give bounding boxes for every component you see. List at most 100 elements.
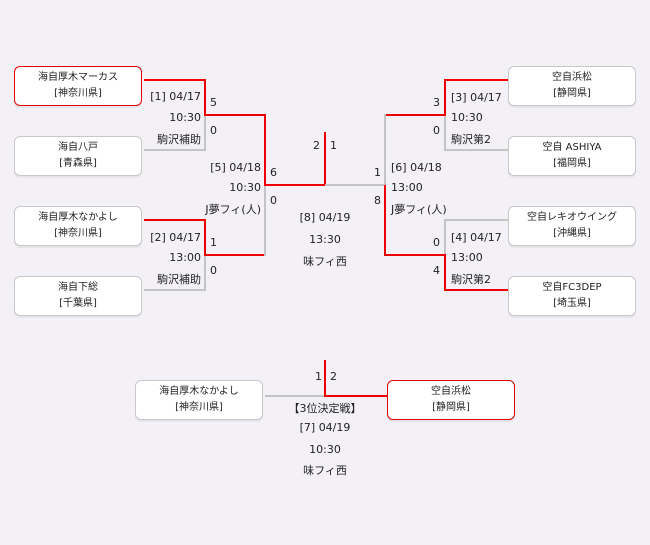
bracket-line [384,114,386,186]
bracket-line [325,184,386,186]
bracket-line [444,254,446,291]
score: 0 [210,264,217,277]
team-box-kaiji-shimofusa[interactable]: 海自下総 [千葉県] [14,276,142,316]
team-box-kaiji-atsugi-nakayoshi[interactable]: 海自厚木なかよし [神奈川県] [14,206,142,246]
team-prefecture: [神奈川県] [175,402,223,413]
team-box-kuji-hamamatsu[interactable]: 空自浜松 [静岡県] [508,66,636,106]
team-box-third-place-right[interactable]: 空自浜松 [静岡県] [387,380,515,420]
team-prefecture: [埼玉県] [553,298,591,309]
team-prefecture: [千葉県] [59,298,97,309]
match-time: 10:30 [169,111,201,124]
bracket-line [204,254,266,256]
bracket-line [444,149,508,151]
score: 1 [210,236,217,249]
bracket-line [204,219,206,256]
match-venue: 駒沢第2 [451,273,491,286]
team-box-third-place-left[interactable]: 海自厚木なかよし [神奈川県] [135,380,263,420]
team-box-kaiji-hachinohe[interactable]: 海自八戸 [青森県] [14,136,142,176]
score: 8 [374,194,381,207]
team-box-kuji-rekio-wing[interactable]: 空自レキオウイング [沖縄県] [508,206,636,246]
score: 5 [210,96,217,109]
score: 4 [433,264,440,277]
match-label: [3] 04/17 [451,91,502,104]
score: 0 [270,194,277,207]
team-prefecture: [青森県] [59,158,97,169]
team-name: 海自下総 [58,282,98,293]
score: 0 [433,236,440,249]
team-name: 海自厚木マーカス [38,72,118,83]
team-name: 海自厚木なかよし [159,386,239,397]
bracket-line [144,219,206,221]
score: 6 [270,166,277,179]
bracket-line [384,254,446,256]
bracket-line [444,79,508,81]
score: 3 [433,96,440,109]
score: 0 [210,124,217,137]
team-name: 空自浜松 [431,386,471,397]
match-venue: J夢フィ(人) [205,203,261,216]
bracket-line [324,360,326,397]
team-prefecture: [福岡県] [553,158,591,169]
bracket-line [144,289,206,291]
bracket-line [444,289,508,291]
team-prefecture: [神奈川県] [54,228,102,239]
team-box-kuji-fc3dep[interactable]: 空自FC3DEP [埼玉県] [508,276,636,316]
match-venue: 味フィ西 [303,255,347,268]
third-place-title: 【3位決定戦】 [288,402,362,415]
match-time: 13:00 [169,251,201,264]
score: 2 [330,370,337,383]
bracket-line [384,114,446,116]
score: 2 [313,139,320,152]
bracket-line [144,79,206,81]
match-venue: 駒沢補助 [157,133,201,146]
match-label: [2] 04/17 [150,231,201,244]
bracket-line [264,185,266,256]
bracket-line [444,219,508,221]
score: 1 [374,166,381,179]
team-name: 空自レキオウイング [527,212,617,223]
match-venue: 味フィ西 [303,464,347,477]
match-label: [6] 04/18 [391,161,442,174]
match-time: 10:30 [309,443,341,456]
score: 1 [330,139,337,152]
bracket-line [204,114,266,116]
bracket-line [444,115,446,151]
match-time: 10:30 [229,181,261,194]
team-name: 海自八戸 [58,142,98,153]
bracket-line [204,115,206,151]
bracket-line [144,149,206,151]
bracket-line [324,132,326,186]
team-name: 空自 ASHIYA [542,142,602,153]
bracket-line [264,184,326,186]
team-prefecture: [静岡県] [432,402,470,413]
team-name: 海自厚木なかよし [38,212,118,223]
bracket-line [384,185,386,256]
team-name: 空自浜松 [552,72,592,83]
match-label: [4] 04/17 [451,231,502,244]
match-time: 13:30 [309,233,341,246]
bracket-line [324,395,387,397]
bracket-line [204,255,206,291]
match-label: [1] 04/17 [150,90,201,103]
match-venue: 駒沢第2 [451,133,491,146]
match-label: [5] 04/18 [210,161,261,174]
match-label: [8] 04/19 [299,211,351,224]
bracket-line [265,395,325,397]
bracket-line [444,79,446,116]
bracket-line [444,219,446,256]
team-name: 空自FC3DEP [542,282,602,293]
match-time: 10:30 [451,111,483,124]
team-box-kaiji-atsugi-marcus[interactable]: 海自厚木マーカス[神奈川県] [14,66,142,106]
match-time: 13:00 [391,181,423,194]
match-venue: J夢フィ(人) [391,203,447,216]
score: 1 [315,370,322,383]
team-box-kuji-ashiya[interactable]: 空自 ASHIYA [福岡県] [508,136,636,176]
bracket-line [264,114,266,186]
match-venue: 駒沢補助 [157,273,201,286]
team-prefecture: [沖縄県] [553,228,591,239]
team-prefecture: [静岡県] [553,88,591,99]
match-time: 13:00 [451,251,483,264]
match-label: [7] 04/19 [299,421,351,434]
bracket-line [204,79,206,116]
